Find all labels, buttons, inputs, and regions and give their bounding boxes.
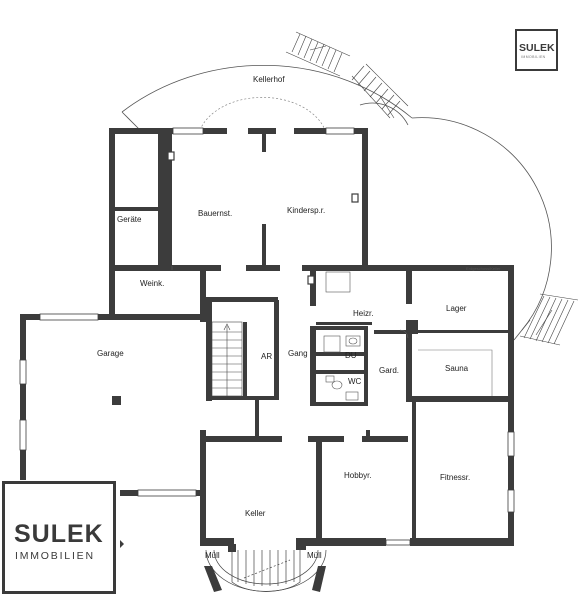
courtyard-outline xyxy=(121,64,552,341)
label-gang: Gang xyxy=(288,349,308,358)
stair-indoor xyxy=(211,321,243,397)
muell-walls xyxy=(120,540,326,592)
label-bauernstube: Bauernst. xyxy=(198,209,232,218)
stair-right xyxy=(519,293,579,346)
label-kellerhof: Kellerhof xyxy=(253,75,285,84)
sanitary xyxy=(323,271,361,401)
label-du: DU xyxy=(345,351,357,360)
logo-large: SULEK IMMOBILIEN xyxy=(2,481,116,594)
label-garderobe: Gard. xyxy=(379,366,399,375)
label-hobbyraum: Hobbyr. xyxy=(344,471,372,480)
room-labels: Kellerhof Geräte Bauernst. Kindersp.r. W… xyxy=(97,75,501,560)
sauna-bench xyxy=(418,349,493,396)
logo-small: SULEK IMMOBILIEN xyxy=(515,29,558,71)
windows xyxy=(19,127,515,546)
label-keller: Keller xyxy=(245,509,266,518)
walls xyxy=(20,128,514,552)
logo-large-subtitle: IMMOBILIEN xyxy=(15,550,95,562)
stair-top-right-2 xyxy=(351,63,409,119)
stair-top-right xyxy=(285,31,351,77)
label-wc: WC xyxy=(348,377,362,386)
logo-small-subtitle: IMMOBILIEN xyxy=(521,55,546,59)
label-geraete: Geräte xyxy=(117,215,142,224)
label-lager: Lager xyxy=(446,304,467,313)
label-sauna: Sauna xyxy=(445,364,469,373)
label-muell-right: Müll xyxy=(307,551,322,560)
label-ar: AR xyxy=(261,352,272,361)
label-floor-note: Erdgeschoss/Keller xyxy=(466,266,501,271)
logo-small-name: SULEK xyxy=(519,42,555,54)
label-kinderspielraum: Kindersp.r. xyxy=(287,206,325,215)
label-muell-left: Müll xyxy=(205,551,220,560)
courtyard-dashed-arc xyxy=(199,97,326,131)
logo-large-name: SULEK xyxy=(14,520,104,548)
label-weinkeller: Weink. xyxy=(140,279,164,288)
label-fitnessraum: Fitnessr. xyxy=(440,473,470,482)
label-heizraum: Heizr. xyxy=(353,309,373,318)
label-garage: Garage xyxy=(97,349,124,358)
door-swings xyxy=(171,266,409,339)
